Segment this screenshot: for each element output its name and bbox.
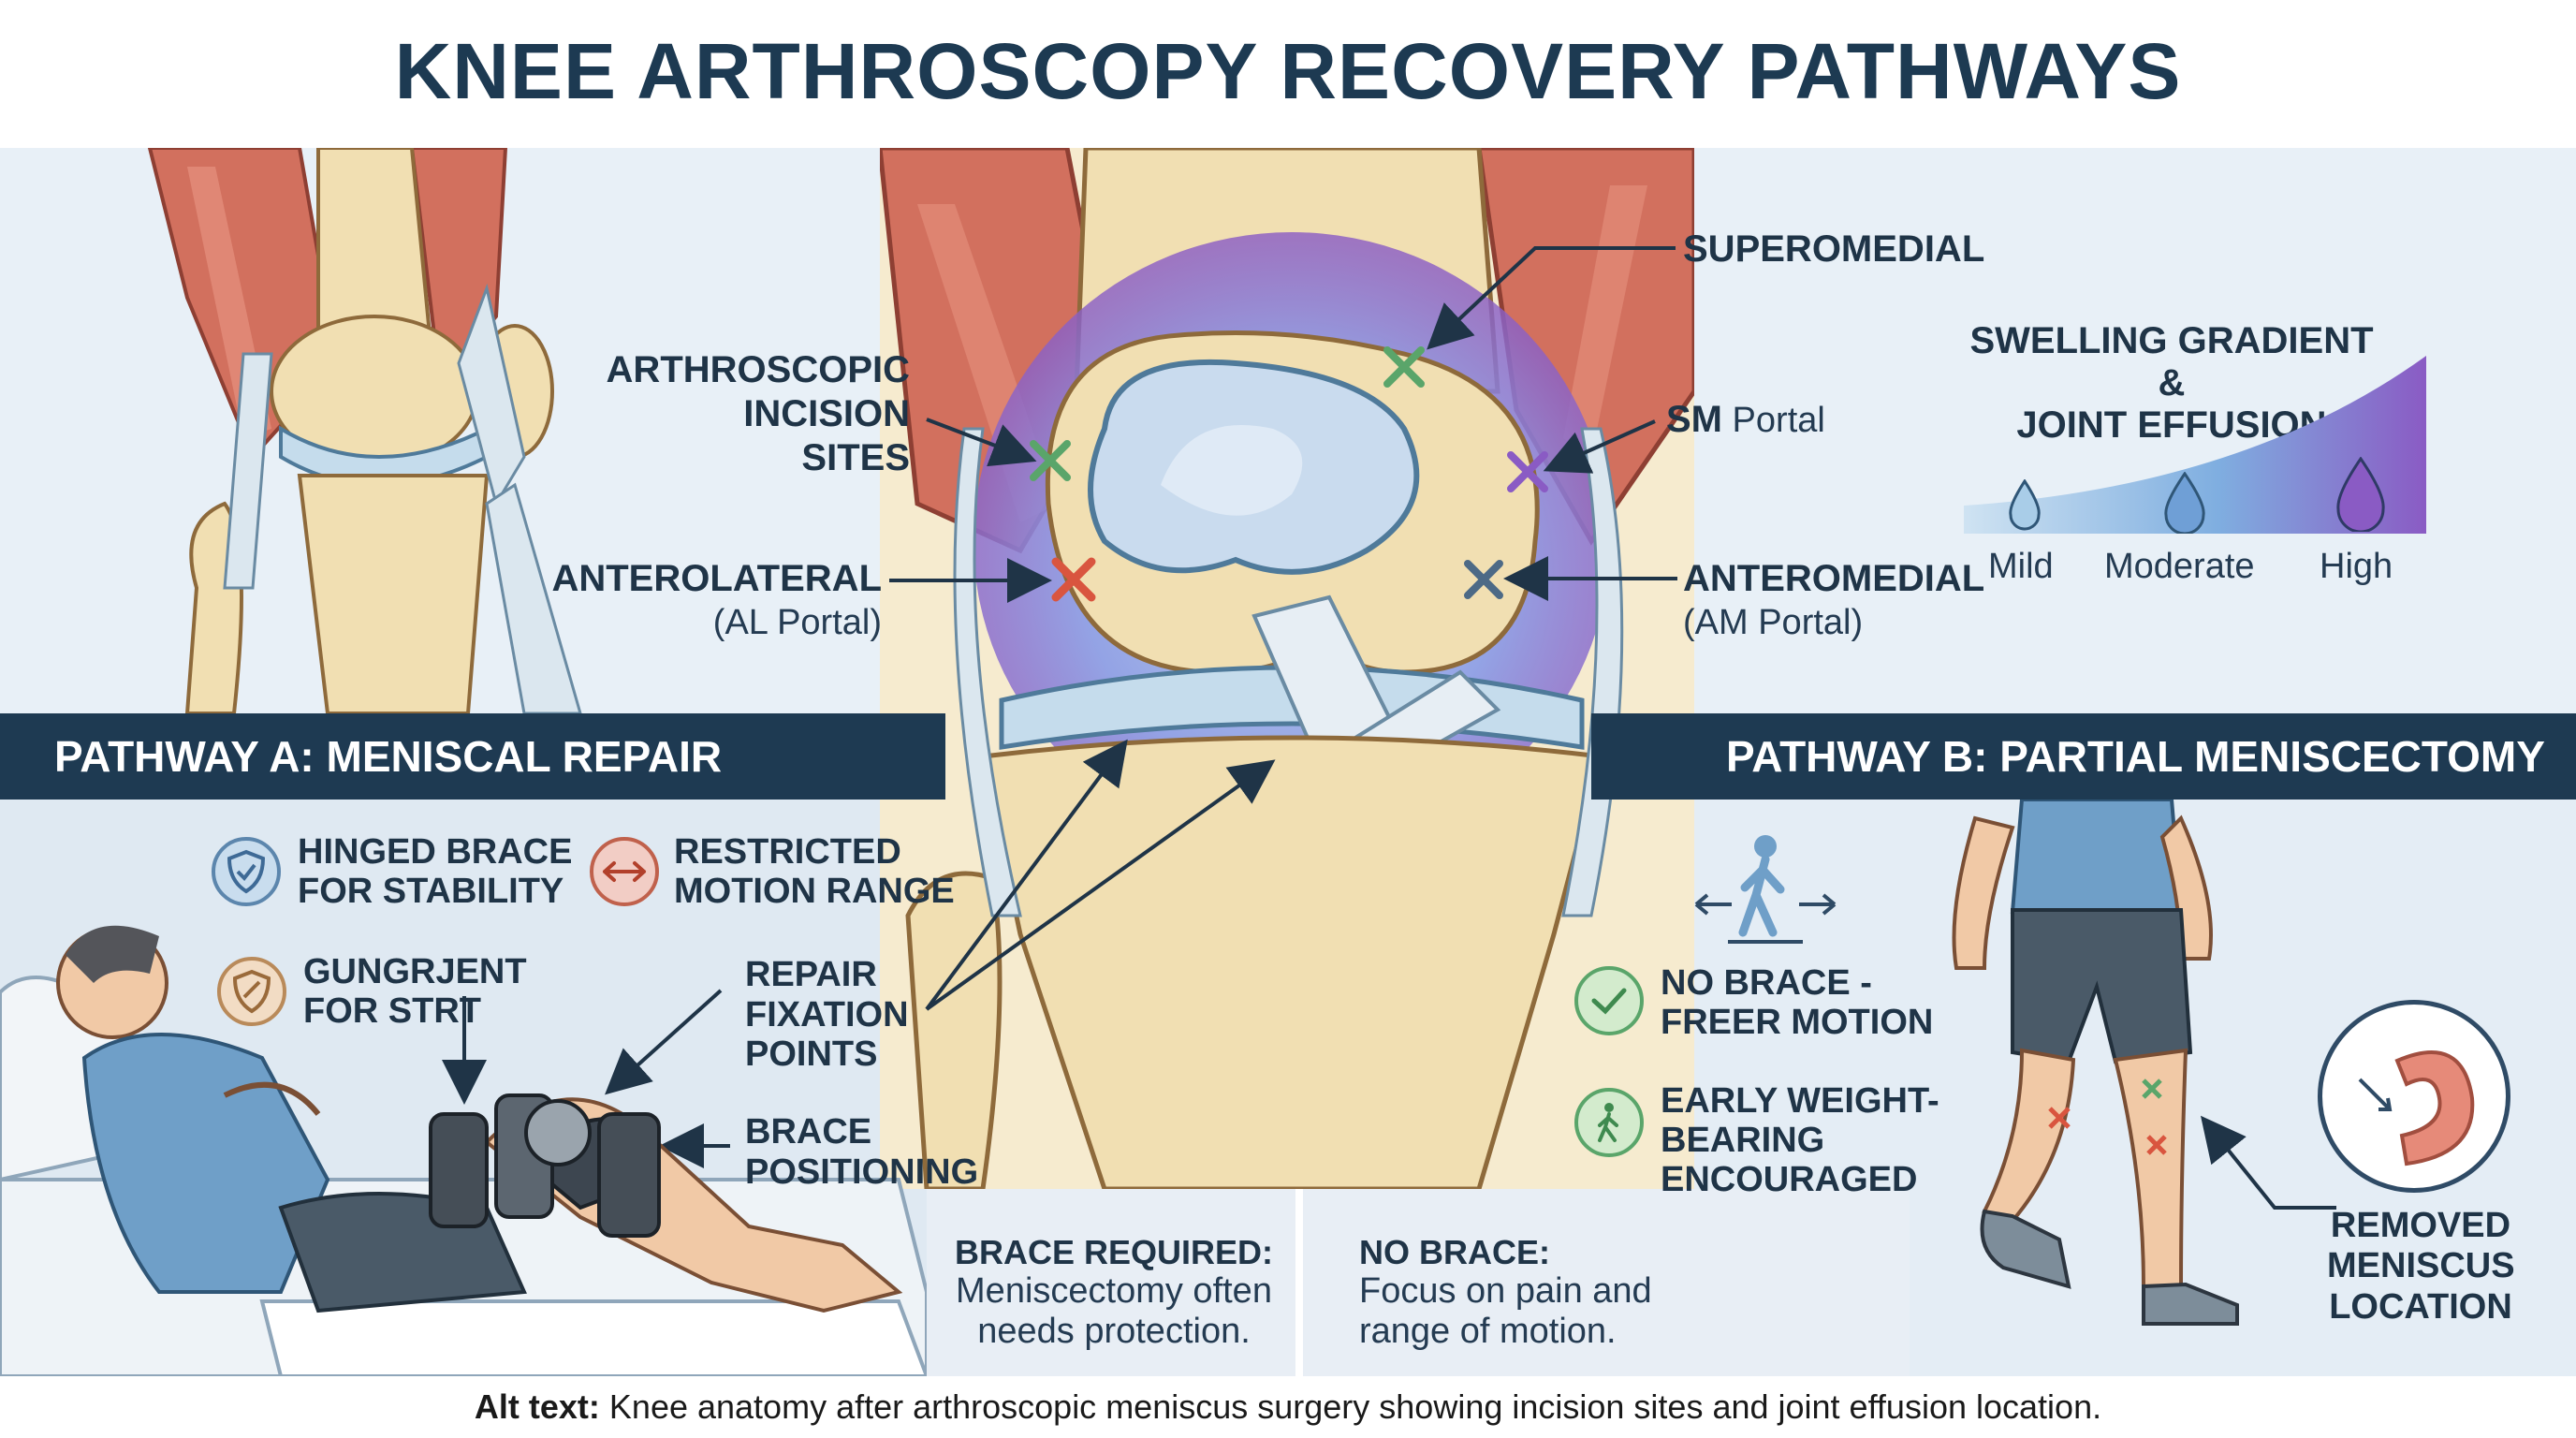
sm-portal-label: SM Portal: [1666, 399, 1825, 441]
feature-line: FOR STABILITY: [298, 871, 564, 911]
removed-meniscus-location-label: REMOVED MENISCUS LOCATION: [2327, 1206, 2515, 1328]
walking-person-icon: [1574, 1088, 1644, 1157]
feature-restricted-motion: RESTRICTED MOTION RANGE: [674, 832, 955, 912]
knee-side-view-illustration: [147, 148, 582, 713]
feature-hinged-brace: HINGED BRACE FOR STABILITY: [298, 832, 573, 912]
incision-marker-superomedial-x: [1382, 345, 1427, 389]
central-knee-anatomy-illustration: [880, 148, 1694, 1189]
no-brace-title: NO BRACE:: [1359, 1233, 1550, 1271]
incision-marker-am-portal-x: [1462, 558, 1505, 601]
swelling-drop-mild: [2007, 478, 2042, 536]
sm-portal-rest: Portal: [1722, 401, 1825, 440]
walking-person-icon: [1690, 829, 1840, 956]
feature-line: GUNGRJENT: [303, 952, 527, 991]
walking-patient-illustration: [1952, 800, 2239, 1326]
feature-line: EARLY WEIGHT-: [1661, 1081, 1939, 1121]
pathway-b-header-bar: PATHWAY B: PARTIAL MENISCECTOMY: [1591, 713, 2576, 800]
anterolateral-title: ANTEROLATERAL: [551, 558, 882, 599]
brace-line: BRACE: [745, 1112, 872, 1152]
swelling-heading-line: SWELLING GRADIENT: [1969, 320, 2374, 361]
pathway-a-header-bar: PATHWAY A: MENISCAL REPAIR: [0, 713, 945, 800]
feature-line: FOR STRT: [303, 990, 481, 1031]
removed-line: REMOVED: [2330, 1206, 2511, 1245]
swelling-level-high: High: [2320, 547, 2393, 586]
alt-text-bold: Alt text:: [474, 1387, 600, 1426]
repair-line: POINTS: [745, 1034, 878, 1075]
swelling-level-moderate: Moderate: [2104, 547, 2255, 586]
anteromedial-subtitle: (AM Portal): [1683, 603, 1864, 642]
patient-with-brace-illustration: [0, 925, 927, 1376]
no-brace-line: range of motion.: [1359, 1312, 1617, 1352]
removed-line: LOCATION: [2329, 1286, 2512, 1327]
feature-line: HINGED BRACE: [298, 832, 573, 872]
no-brace-line: Focus on pain and: [1359, 1270, 1652, 1311]
repair-line: FIXATION: [745, 994, 909, 1034]
alt-text-body: Knee anatomy after arthroscopic meniscus…: [599, 1387, 2102, 1426]
feature-no-brace: NO BRACE - FREER MOTION: [1661, 963, 1934, 1043]
sm-portal-bold: SM: [1666, 399, 1722, 440]
no-brace-note: NO BRACE: Focus on pain and range of mot…: [1359, 1234, 1652, 1353]
pathway-a-header: PATHWAY A: MENISCAL REPAIR: [54, 732, 723, 781]
swelling-drop-moderate: [2162, 471, 2207, 538]
swelling-gradient-heading: SWELLING GRADIENT & JOINT EFFUSION: [1966, 320, 2378, 446]
swelling-heading-line: JOINT EFFUSION: [2016, 404, 2327, 446]
incision-marker-al-portal-x: [1050, 556, 1097, 603]
swelling-level-mild: Mild: [1988, 547, 2054, 586]
incision-heading-line: INCISION: [743, 393, 910, 435]
anteromedial-title: ANTEROMEDIAL: [1683, 558, 1985, 599]
anterolateral-subtitle: (AL Portal): [712, 603, 882, 642]
incision-marker-sm-portal-x: [1505, 449, 1550, 494]
anterolateral-label: ANTEROLATERAL (AL Portal): [524, 558, 882, 643]
shield-icon: [212, 837, 281, 906]
brace-required-line: needs protection.: [977, 1312, 1251, 1352]
checkmark-icon: [1574, 966, 1644, 1035]
feature-line: BEARING: [1661, 1120, 1825, 1160]
feature-line: MOTION RANGE: [674, 871, 955, 911]
anteromedial-label: ANTEROMEDIAL (AM Portal): [1683, 558, 1984, 643]
superomedial-label: SUPEROMEDIAL: [1683, 228, 1985, 270]
brace-line: POSITIONING: [745, 1152, 979, 1192]
feature-line: FREER MOTION: [1661, 1002, 1934, 1042]
feature-line: RESTRICTED: [674, 832, 901, 872]
swelling-drop-high: [2334, 456, 2387, 536]
swelling-heading-line: &: [2158, 361, 2186, 404]
note-divider: [1295, 1189, 1303, 1376]
feature-line: NO BRACE -: [1661, 963, 1872, 1003]
repair-line: REPAIR: [745, 955, 877, 994]
page-title: KNEE ARTHROSCOPY RECOVERY PATHWAYS: [394, 27, 2182, 115]
incision-marker-anterolateral-x: [1028, 438, 1073, 483]
pathway-b-header: PATHWAY B: PARTIAL MENISCECTOMY: [1726, 732, 2545, 781]
shield-icon: [217, 957, 286, 1026]
brace-positioning-label: BRACE POSITIONING: [745, 1112, 978, 1192]
feature-line: ENCOURAGED: [1661, 1159, 1918, 1199]
incision-heading-line: ARTHROSCOPIC: [606, 349, 910, 390]
removed-line: MENISCUS: [2327, 1246, 2515, 1286]
brace-required-note: BRACE REQUIRED: Meniscectomy often needs…: [927, 1234, 1301, 1353]
incision-sites-heading: ARTHROSCOPIC INCISION SITES: [524, 348, 910, 481]
swelling-gradient-wedge: [1964, 356, 2426, 534]
brace-required-title: BRACE REQUIRED:: [954, 1233, 1273, 1271]
center-bottom-panel-background: [927, 1189, 1910, 1376]
incision-heading-line: SITES: [801, 437, 910, 479]
removed-meniscus-callout-circle: [2318, 1000, 2510, 1193]
double-arrow-icon: [590, 837, 659, 906]
feature-early-weight-bearing: EARLY WEIGHT- BEARING ENCOURAGED: [1661, 1081, 1939, 1199]
repair-fixation-points-label: REPAIR FIXATION POINTS: [745, 955, 909, 1075]
brace-required-line: Meniscectomy often: [956, 1270, 1272, 1311]
alt-text-caption: Alt text: Knee anatomy after arthroscopi…: [0, 1387, 2576, 1427]
feature-garbled-label: GUNGRJENT FOR STRT: [303, 952, 527, 1032]
